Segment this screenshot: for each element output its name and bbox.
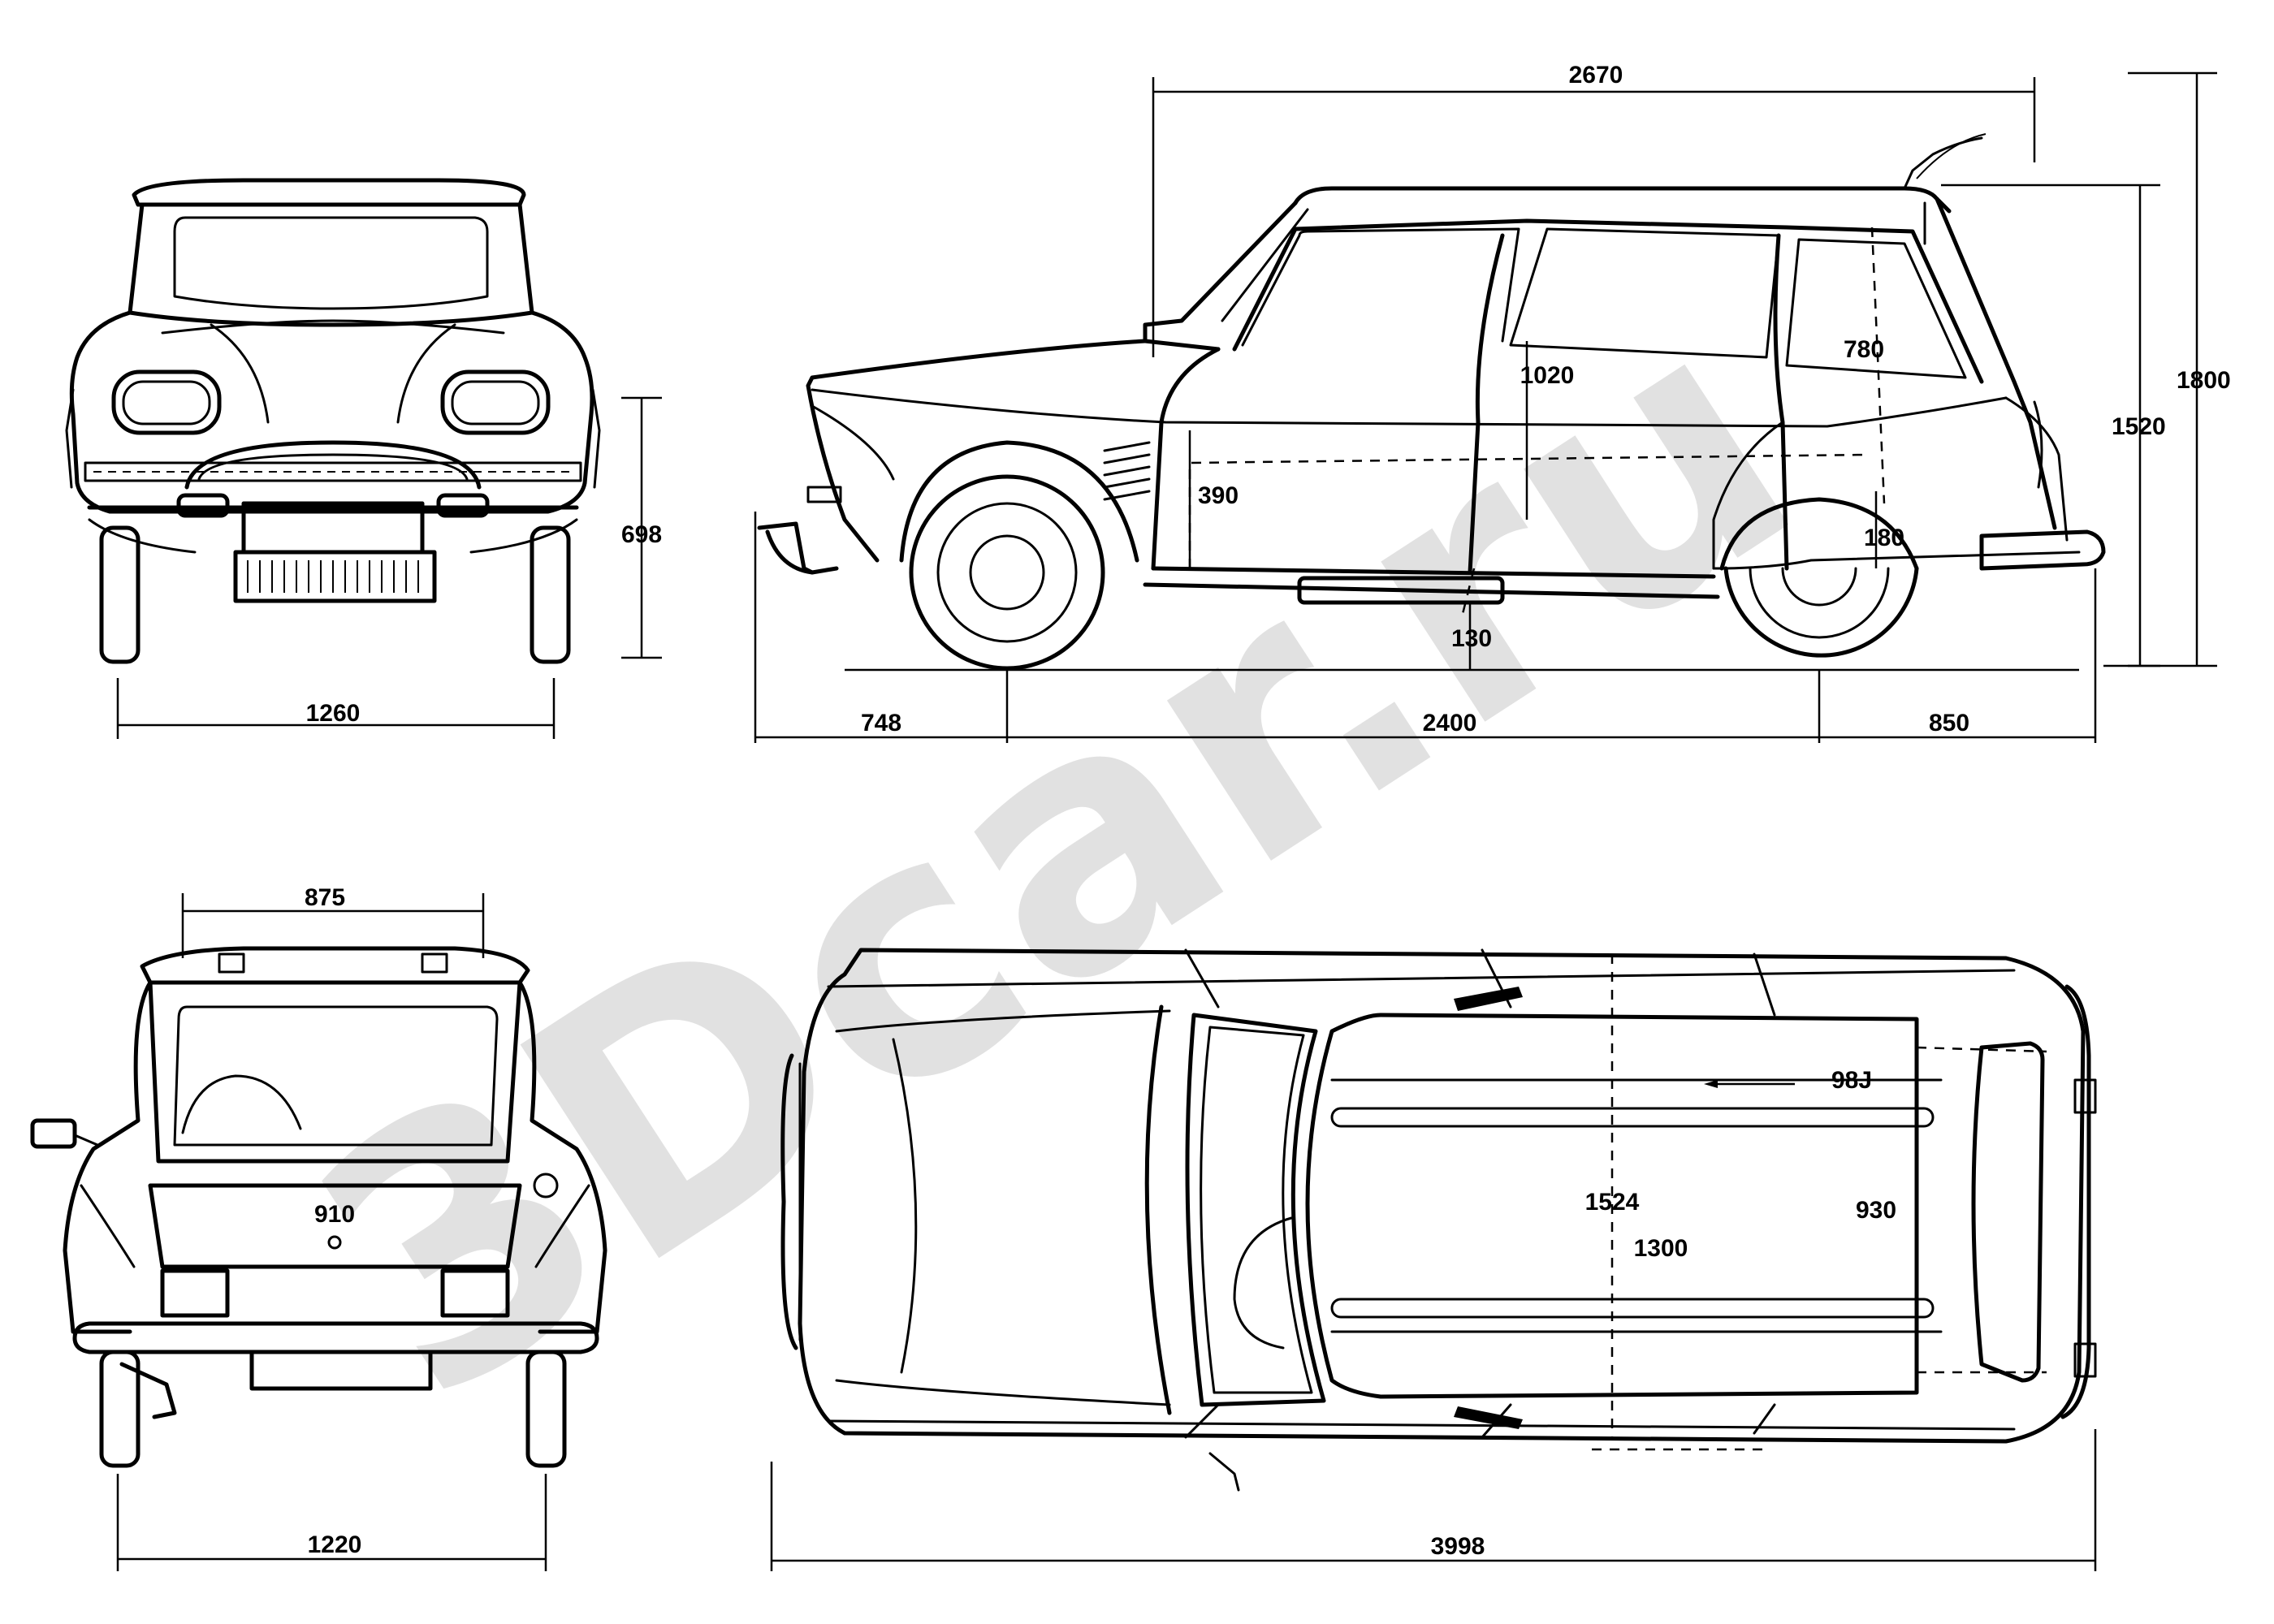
side-vents (1103, 441, 1151, 501)
rear-view: 875 910 1220 (30, 884, 607, 1571)
front-view: 1260 698 (65, 178, 662, 739)
dim-label-1524: 1524 (1585, 1189, 1640, 1216)
dim-label-98j: 98J (1831, 1067, 1872, 1094)
dim-label-1020: 1020 (1520, 362, 1575, 389)
dim-label-1260: 1260 (306, 700, 361, 727)
dim-length-chain: 748 2400 850 (754, 512, 2097, 743)
side-view: 2670 1800 1520 1020 780 390 180 130 (754, 62, 2231, 743)
dim-label-180: 180 (1864, 525, 1904, 551)
dim-overall-length: 3998 (770, 1429, 2097, 1571)
dim-label-1520: 1520 (2112, 413, 2166, 440)
dim-label-698: 698 (621, 521, 662, 548)
dim-label-1800: 1800 (2177, 367, 2231, 394)
dim-label-930: 930 (1856, 1197, 1896, 1224)
dim-label-780: 780 (1844, 336, 1884, 363)
dim-label-875: 875 (305, 884, 345, 911)
dim-label-2400: 2400 (1423, 710, 1477, 736)
dim-label-2670: 2670 (1569, 62, 1623, 89)
dim-label-910: 910 (314, 1201, 355, 1228)
dim-roof-length: 2670 (1152, 62, 2036, 357)
dim-label-130: 130 (1451, 625, 1492, 652)
top-view: 98J 1524 1300 930 3998 (770, 948, 2097, 1571)
dim-label-1300: 1300 (1634, 1235, 1688, 1262)
dim-label-3998: 3998 (1431, 1533, 1485, 1560)
dim-label-390: 390 (1198, 482, 1239, 509)
radiator-slats (247, 560, 419, 593)
dim-label-1220: 1220 (308, 1531, 362, 1558)
dim-rear-track: 1220 (116, 1474, 547, 1571)
dim-height-1520: 1520 (1941, 184, 2166, 667)
dim-front-track: 1260 (116, 678, 556, 739)
dim-rear-window: 875 (181, 884, 485, 958)
dim-label-850: 850 (1929, 710, 1969, 736)
dim-front-height: 698 (621, 396, 662, 659)
dim-overall-height: 1800 (2128, 71, 2231, 667)
dim-label-748: 748 (861, 710, 901, 736)
